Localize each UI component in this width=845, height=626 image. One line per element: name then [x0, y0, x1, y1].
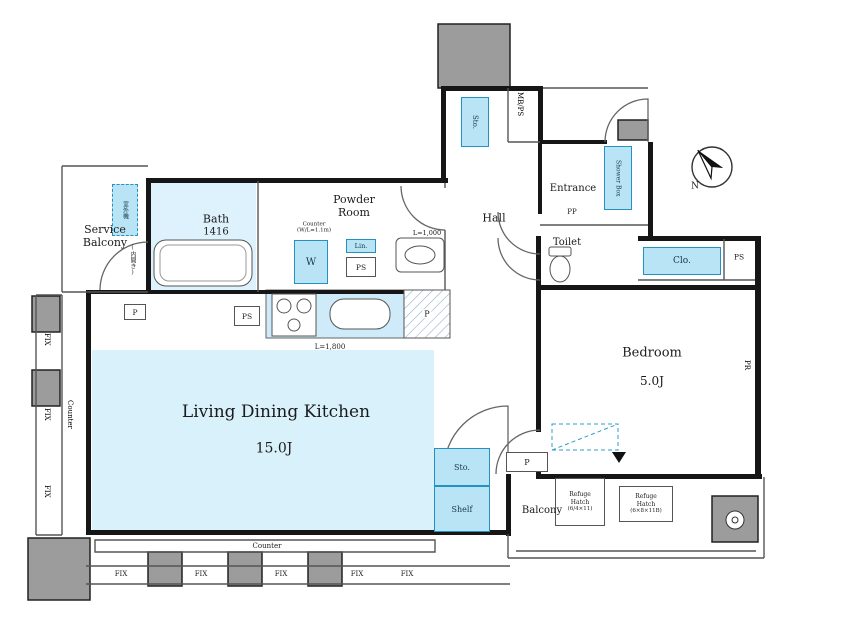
label-l1800: L=1,800	[314, 342, 346, 351]
storage-top-box: Sto.	[461, 97, 489, 147]
drain-icon	[725, 510, 745, 530]
label-bath: Bath 1416	[202, 212, 230, 238]
label-counter-left: Counter	[64, 400, 76, 429]
label-pp: PP	[567, 207, 577, 216]
label-door-note: (内開き)	[129, 244, 136, 276]
label-fix-bottom-3: FIX	[272, 569, 290, 579]
storage-bottom-box: Sto.	[434, 448, 490, 486]
label-bedroom: Bedroom	[622, 345, 682, 361]
bedroom-dashed-marker	[551, 423, 619, 451]
label-powder-room: Powder Room	[333, 193, 375, 219]
compass-icon	[691, 146, 733, 188]
label-ps-right: PS	[733, 252, 745, 262]
refuge-hatch-2: Refuge Hatch (6×8×11B)	[619, 486, 673, 522]
room-fills	[92, 183, 434, 530]
pipe-box-left: P	[124, 304, 146, 320]
linen-box: Lin.	[346, 239, 376, 253]
pipe-box-balcony: P	[506, 452, 548, 472]
label-pr: PR	[741, 360, 753, 370]
shower-box: Shower Box	[604, 146, 632, 210]
label-fix-left-3: FIX	[41, 485, 53, 498]
label-l1000: L=1,000	[412, 229, 442, 238]
label-fix-bottom-1: FIX	[112, 569, 130, 579]
thin-walls-and-windows	[35, 87, 765, 585]
direction-triangle-icon	[612, 452, 626, 463]
label-service-balcony: Service Balcony	[82, 223, 128, 249]
label-balcony: Balcony	[521, 505, 563, 517]
shelf-box: Shelf	[434, 486, 490, 532]
closet-box: Clo.	[643, 247, 721, 275]
label-counter-bottom: Counter	[252, 541, 282, 550]
label-entrance: Entrance	[549, 183, 597, 195]
kitchen-sink	[329, 298, 391, 330]
label-fix-bottom-5: FIX	[398, 569, 416, 579]
label-fix-bottom-4: FIX	[348, 569, 366, 579]
label-mbps: MB/PS	[516, 92, 524, 117]
label-hall: Hall	[482, 211, 506, 225]
stove	[271, 293, 317, 337]
label-fix-left-1: FIX	[41, 333, 53, 346]
washbasin	[395, 237, 445, 273]
label-ldk-size: 15.0J	[255, 440, 293, 457]
label-toilet: Toilet	[552, 237, 582, 249]
pillars	[27, 23, 759, 601]
label-fix-bottom-2: FIX	[192, 569, 210, 579]
label-fix-left-2: FIX	[41, 408, 53, 421]
label-ldk: Living Dining Kitchen	[181, 401, 371, 422]
washer-box: W	[294, 240, 328, 284]
label-counter-powder: Counter (W/L=1.1m)	[296, 221, 332, 234]
label-compass-n: N	[691, 181, 699, 192]
bathtub	[153, 239, 253, 287]
ps-box-powder: PS	[346, 257, 376, 277]
walls	[86, 86, 762, 536]
label-bedroom-size: 5.0J	[640, 373, 664, 388]
toilet-fixture	[548, 246, 572, 283]
outdoor-unit-box: 室外機	[112, 184, 138, 236]
refuge-hatch-1: Refuge Hatch (6/4×11)	[555, 478, 605, 526]
ps-box-kitchen: PS	[234, 306, 260, 326]
label-p-hatch: P	[422, 309, 432, 319]
